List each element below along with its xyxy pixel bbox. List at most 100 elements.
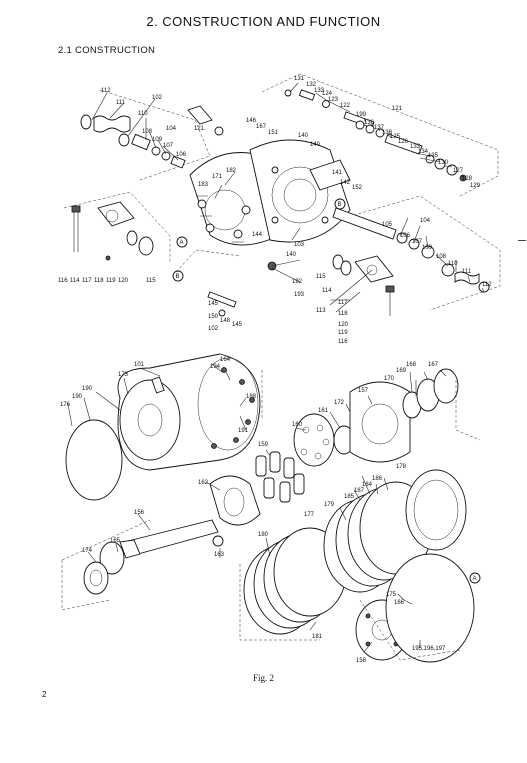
page-number: 2 — [42, 690, 47, 699]
callout: 110 — [138, 111, 148, 117]
callout: 120 — [118, 278, 129, 284]
callout: 185 — [344, 494, 355, 500]
callout: 194 — [210, 364, 221, 370]
callout: 103 — [294, 242, 305, 248]
callout: 119 — [338, 330, 348, 336]
callout: 126 — [398, 139, 409, 145]
callout: 175 — [386, 592, 397, 598]
figure-caption: Fig. 2 — [252, 673, 274, 683]
callout: 191 — [238, 428, 249, 434]
callout: 140 — [286, 252, 297, 258]
callout: 152 — [352, 185, 363, 191]
callout: 111 — [116, 100, 126, 106]
callout: 102 — [152, 95, 163, 101]
callout: 134 — [418, 149, 429, 155]
callout: 186 — [372, 476, 383, 482]
callout: 110 — [448, 261, 458, 267]
valve-block-left — [71, 201, 154, 261]
callout: 142 — [340, 180, 351, 186]
callout: 118 — [94, 278, 104, 284]
callout: 121 — [392, 106, 403, 112]
callout: 106 — [400, 233, 411, 239]
callout: 167 — [256, 124, 267, 130]
spool-shaft-lower — [332, 207, 490, 293]
valve-spool-assembly — [284, 89, 467, 182]
callout: 118 — [338, 311, 348, 317]
callout: 159 — [258, 442, 269, 448]
callout: 108 — [436, 254, 447, 260]
callout: 107 — [412, 239, 423, 245]
callout: 165 — [110, 538, 121, 544]
callout: 122 — [340, 103, 351, 109]
callout: 116 — [338, 339, 348, 345]
callout: 116 — [58, 278, 68, 284]
valve-block-right — [332, 254, 395, 316]
callout: 135 — [428, 153, 439, 159]
callout: 140 — [298, 133, 309, 139]
reference-marker-letters: A B B A — [176, 202, 477, 582]
callout: 174 — [82, 548, 93, 554]
callout: 140 — [310, 142, 321, 148]
svg-text:B: B — [176, 274, 180, 280]
callout: 117 — [82, 278, 92, 284]
callout: 144 — [252, 232, 263, 238]
callout: 181 — [312, 634, 323, 640]
callout: 130 — [438, 160, 449, 166]
callout: 113 — [316, 308, 326, 314]
callout: 121. — [194, 126, 206, 132]
callout: 106 — [176, 152, 187, 158]
o-ring-large — [65, 419, 123, 501]
callout: 114 — [70, 278, 80, 284]
callout: 193 — [294, 292, 305, 298]
callout-group: 195,196,197 — [412, 646, 446, 652]
callout: 150 — [208, 314, 219, 320]
callout: 180 — [258, 532, 269, 538]
callout: 105 — [382, 222, 393, 228]
callout: 167 — [428, 362, 439, 368]
callout: 101 — [134, 362, 145, 368]
callout: 145 — [208, 301, 219, 307]
callout: 127 — [453, 168, 464, 174]
callout: 162 — [198, 480, 209, 486]
swash-plate — [209, 475, 261, 547]
callout: 115 — [146, 278, 156, 284]
callout: 104 — [166, 126, 177, 132]
callout: 129 — [470, 183, 481, 189]
callout: 178 — [396, 464, 407, 470]
valve-plate-cover — [355, 553, 475, 663]
motor-housing — [117, 353, 261, 471]
callout: 163 — [214, 552, 225, 558]
callout: 169 — [396, 368, 407, 374]
callout: 190 — [82, 386, 93, 392]
callout: 124 — [322, 91, 333, 97]
relief-valve-assembly-left — [80, 105, 224, 169]
output-shaft — [83, 519, 219, 595]
callout: 119 — [106, 278, 116, 284]
callout: 136 — [364, 120, 375, 126]
callout: 177 — [304, 512, 315, 518]
callout: 138 — [382, 130, 393, 136]
reference-markers — [172, 198, 481, 584]
callout: 184 — [362, 482, 373, 488]
callout: 176 — [60, 402, 71, 408]
callout: 104 — [420, 218, 431, 224]
callout: 172 — [334, 400, 345, 406]
callout: 148 — [220, 318, 231, 324]
svg-text:A: A — [473, 576, 477, 582]
callout: 109 — [422, 245, 433, 251]
callout: 123 — [328, 97, 339, 103]
callout: 183 — [198, 182, 209, 188]
callout: 151 — [268, 130, 279, 136]
margin-tick — [518, 240, 526, 241]
callout: 182 — [226, 168, 237, 174]
page-title: 2. CONSTRUCTION AND FUNCTION — [146, 14, 381, 29]
callout: 112 — [101, 88, 111, 94]
callout: 111 — [462, 269, 472, 275]
callout: 170 — [384, 376, 395, 382]
callout: 108 — [142, 129, 153, 135]
callout: 157 — [358, 388, 369, 394]
callout: 164 — [220, 357, 231, 363]
section-heading: 2.1 CONSTRUCTION — [58, 45, 156, 56]
callout: 120 — [338, 322, 349, 328]
